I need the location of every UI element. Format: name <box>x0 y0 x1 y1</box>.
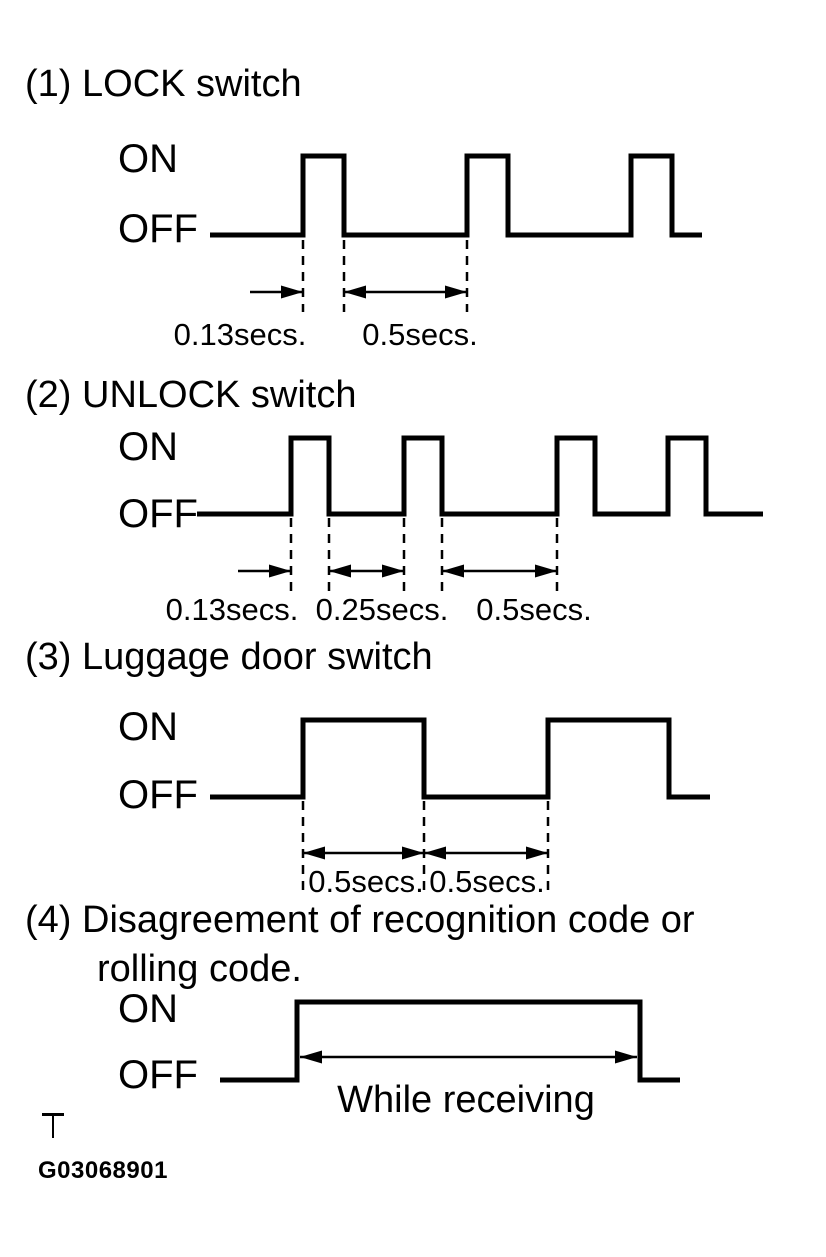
luggage-door-switch-arrowhead-left <box>424 846 446 860</box>
unlock-switch-arrowhead-left <box>442 564 464 578</box>
t-mark-vertical-stroke <box>51 1113 55 1138</box>
section-2-dimension-label-1: 0.13secs. <box>165 592 299 627</box>
luggage-door-switch-arrowhead-right <box>526 846 548 860</box>
lock-switch-waveform <box>210 153 702 238</box>
section-1-off-label: OFF <box>118 207 198 251</box>
figure-id: G03068901 <box>38 1157 168 1184</box>
lock-switch-arrowhead-left <box>344 285 366 299</box>
section-1-dimension-label-1: 0.13secs. <box>173 317 307 352</box>
unlock-switch-arrowhead-right <box>269 564 291 578</box>
section-2-dimension-label-2: 0.25secs. <box>315 592 449 627</box>
code-disagreement-arrowhead-left <box>300 1050 322 1064</box>
section-1-dimension-label-2: 0.5secs. <box>362 317 478 352</box>
section-4-off-label: OFF <box>118 1053 198 1097</box>
section-1-title-line-1: (1) LOCK switch <box>25 63 302 105</box>
code-disagreement-waveform <box>220 999 680 1083</box>
luggage-door-switch-arrowhead-right <box>402 846 424 860</box>
section-3-on-label: ON <box>118 705 178 749</box>
lock-switch-arrowhead-right <box>445 285 467 299</box>
section-1-on-label: ON <box>118 137 178 181</box>
unlock-switch-arrowhead-left <box>329 564 351 578</box>
section-3-dimension-label-2: 0.5secs. <box>429 864 545 899</box>
section-4-title-line-1: (4) Disagreement of recognition code or <box>25 899 695 941</box>
section-2-dimension-label-3: 0.5secs. <box>476 592 592 627</box>
section-3-title-line-1: (3) Luggage door switch <box>25 636 433 678</box>
section-2-on-label: ON <box>118 425 178 469</box>
unlock-switch-arrowhead-right <box>382 564 404 578</box>
section-4-title-line-2: rolling code. <box>97 948 302 990</box>
section-3-dimension-label-1: 0.5secs. <box>308 864 424 899</box>
code-disagreement-arrowhead-right <box>615 1050 637 1064</box>
luggage-door-switch-arrowhead-left <box>303 846 325 860</box>
section-3-off-label: OFF <box>118 773 198 817</box>
unlock-switch-arrowhead-right <box>535 564 557 578</box>
section-2-title-line-1: (2) UNLOCK switch <box>25 374 357 416</box>
section-2-off-label: OFF <box>118 492 198 536</box>
lock-switch-arrowhead-right <box>281 285 303 299</box>
t-corner-mark <box>42 1113 64 1138</box>
unlock-switch-waveform <box>197 435 763 517</box>
section-4-on-label: ON <box>118 987 178 1031</box>
luggage-door-switch-waveform <box>210 717 710 800</box>
section-4-dimension-label-1: While receiving <box>337 1079 595 1121</box>
